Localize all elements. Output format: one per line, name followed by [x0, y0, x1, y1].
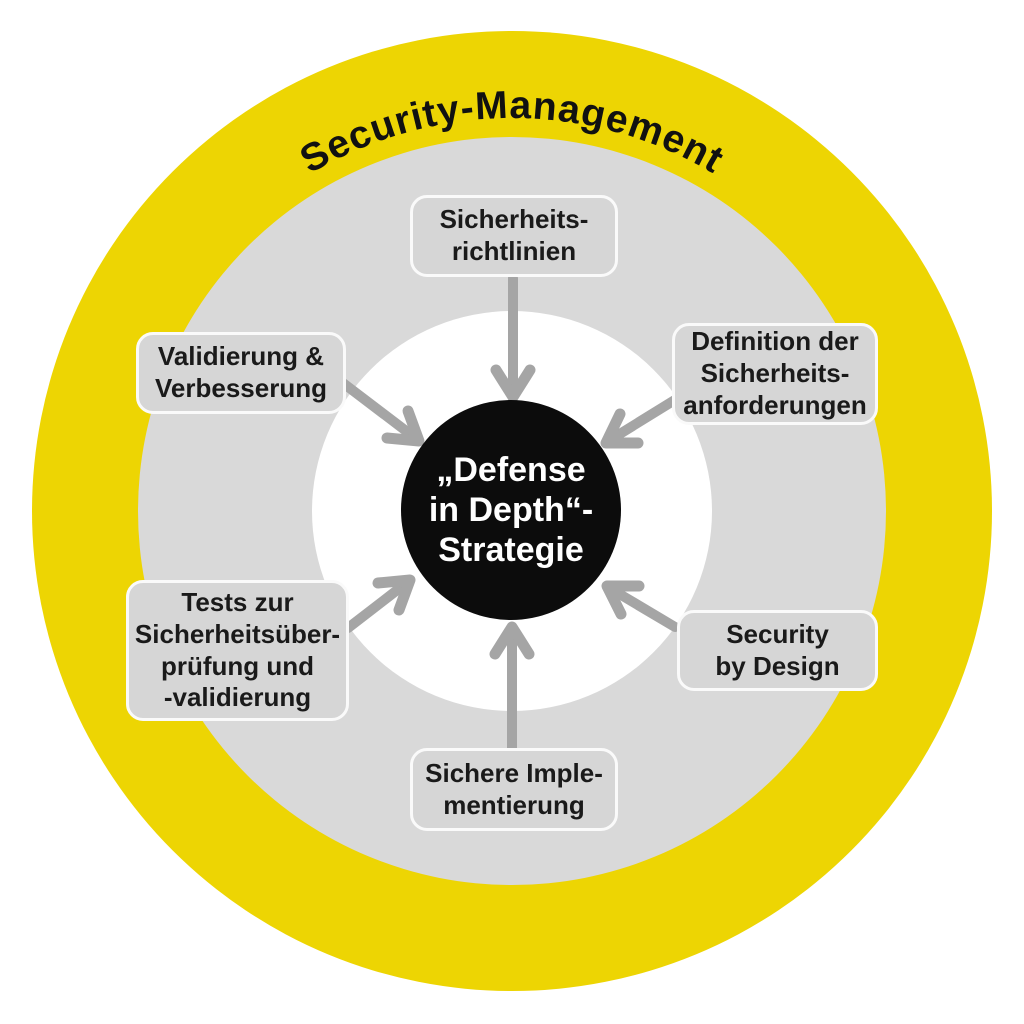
arrow-from-security-by-design: [601, 580, 680, 632]
node-sicherheitsrichtlinien: Sicherheits- richtlinien: [410, 195, 618, 277]
center-circle-defense-in-depth: [401, 400, 621, 620]
node-security-by-design: Security by Design: [677, 610, 878, 691]
node-tests-zur-sicherheitsueberpruefung: Tests zur Sicherheitsüber- prüfung und -…: [126, 580, 349, 721]
arrow-from-tests-zur-sicherheitsueberpruefung: [343, 574, 416, 633]
node-sichere-implementierung: Sichere Imple- mentierung: [410, 748, 618, 831]
node-definition-der-sicherheitsanforderungen: Definition der Sicherheits- anforderunge…: [672, 323, 878, 425]
arrow-from-sichere-implementierung: [489, 621, 535, 755]
arrow-from-sicherheitsrichtlinien: [490, 273, 536, 403]
arrow-from-validierung-verbesserung: [338, 378, 425, 447]
arrow-group: [338, 273, 683, 755]
center-label: „Defense in Depth“- Strategie: [428, 450, 594, 570]
arrow-from-definition-der-sicherheitsanforderungen: [600, 393, 683, 449]
node-validierung-verbesserung: Validierung & Verbesserung: [136, 332, 346, 414]
